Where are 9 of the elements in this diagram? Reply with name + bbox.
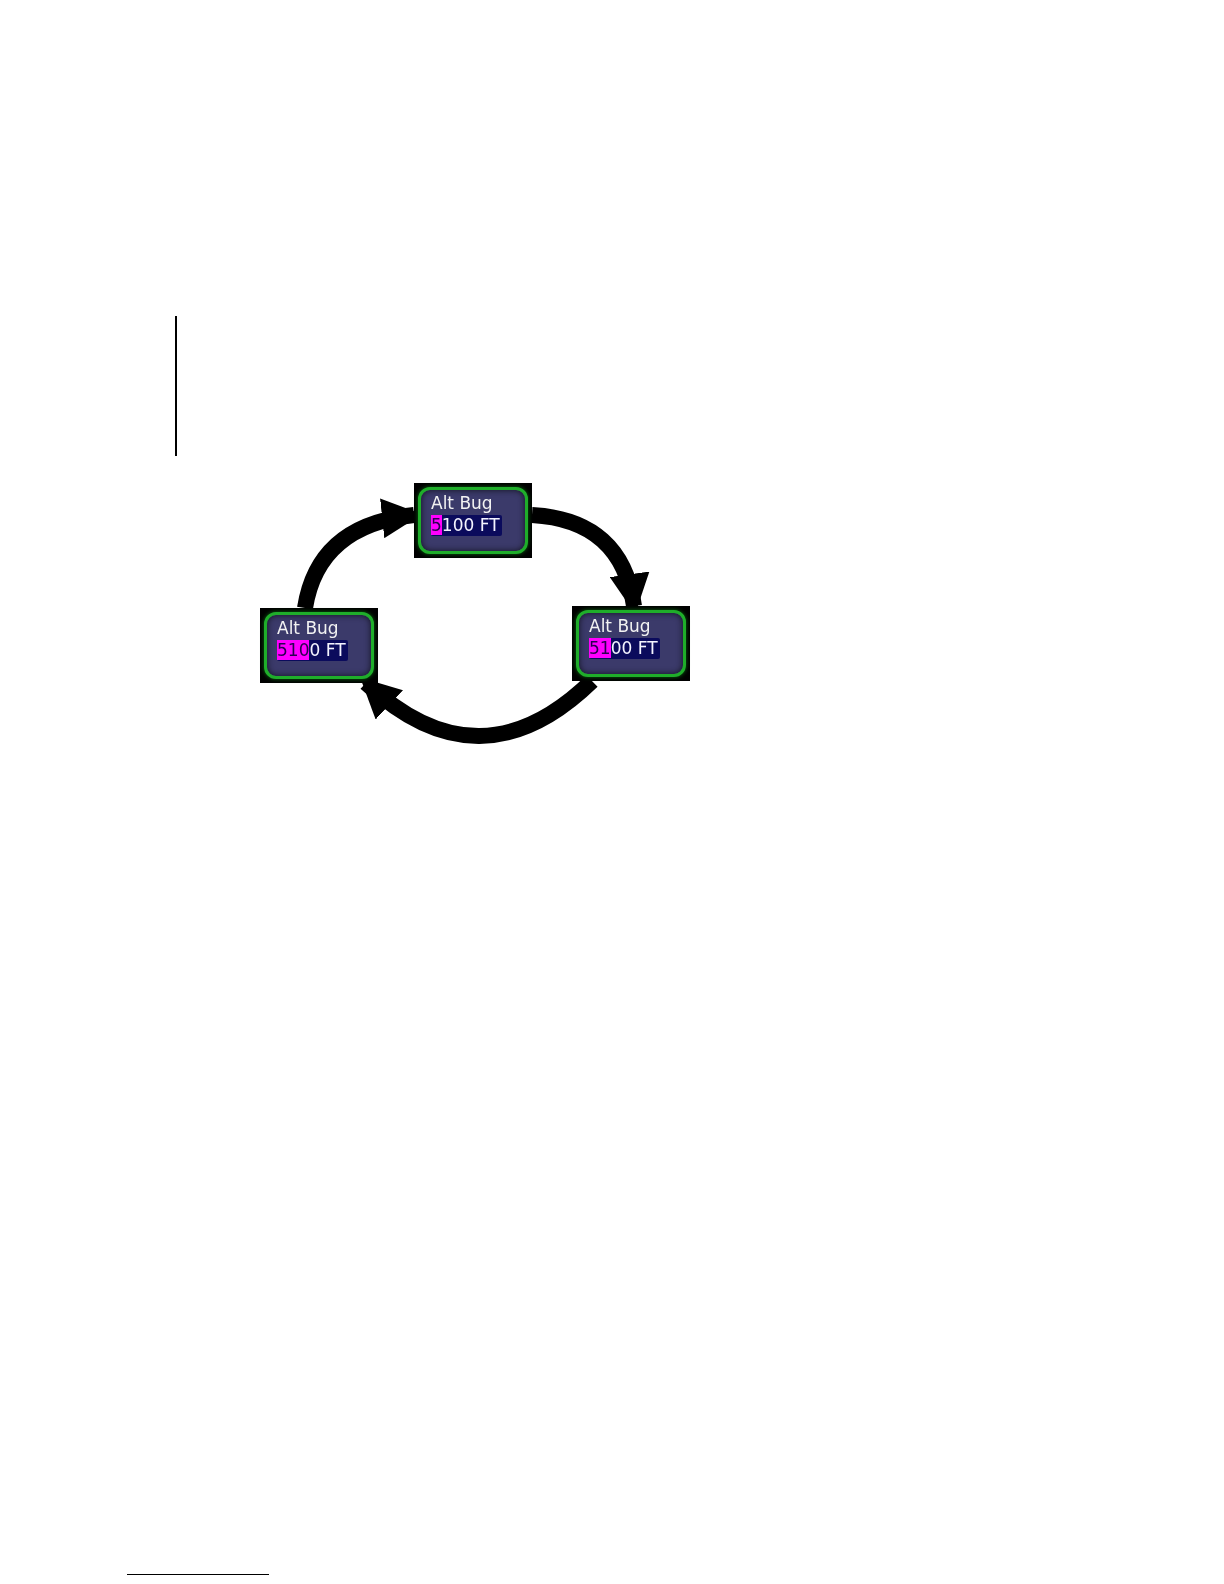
field-title: Alt Bug [589, 616, 652, 636]
altitude-value: 5100 FT [277, 640, 348, 661]
display-screen [414, 483, 532, 558]
field-title: Alt Bug [277, 618, 340, 638]
field-title: Alt Bug [431, 493, 494, 513]
altitude-value: 5100 FT [589, 638, 660, 659]
display-screen [572, 606, 690, 681]
altitude-value: 5100 FT [431, 515, 502, 536]
display-screen [260, 608, 378, 683]
